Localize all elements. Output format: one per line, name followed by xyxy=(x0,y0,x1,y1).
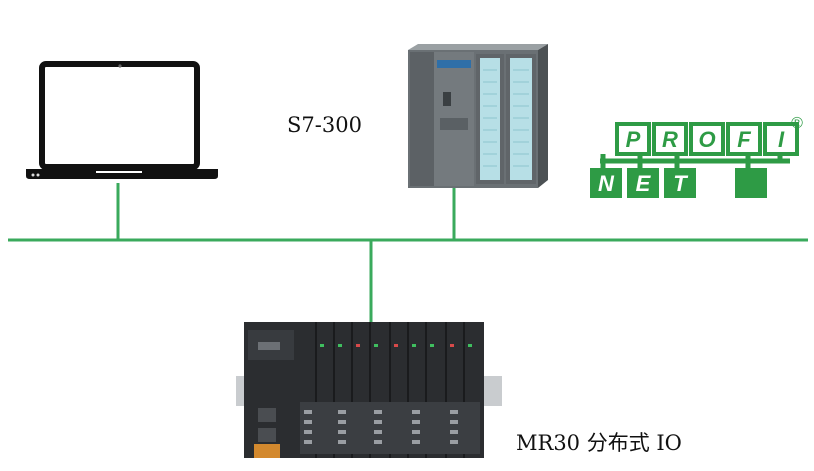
profinet-letter-r: R xyxy=(662,127,678,152)
io-module-label: MR30 分布式 IO xyxy=(516,431,682,455)
profinet-letter-e: E xyxy=(636,171,652,196)
profinet-letter-t: T xyxy=(673,171,688,196)
profinet-letter-p: P xyxy=(626,127,641,152)
profinet-letter-f: F xyxy=(737,127,751,152)
network-lines xyxy=(8,183,808,322)
profinet-letter-o: O xyxy=(698,127,715,152)
plc-label: S7-300 xyxy=(287,113,362,137)
profinet-letter-n: N xyxy=(598,171,615,196)
plc-s7-300-icon xyxy=(408,44,548,188)
mr30-io-module-icon xyxy=(236,322,502,458)
laptop-icon xyxy=(26,61,218,179)
registered-mark: ® xyxy=(791,115,803,132)
profinet-letter-i: I xyxy=(778,127,785,152)
profinet-logo: P R O F I N E T ® xyxy=(590,115,803,198)
